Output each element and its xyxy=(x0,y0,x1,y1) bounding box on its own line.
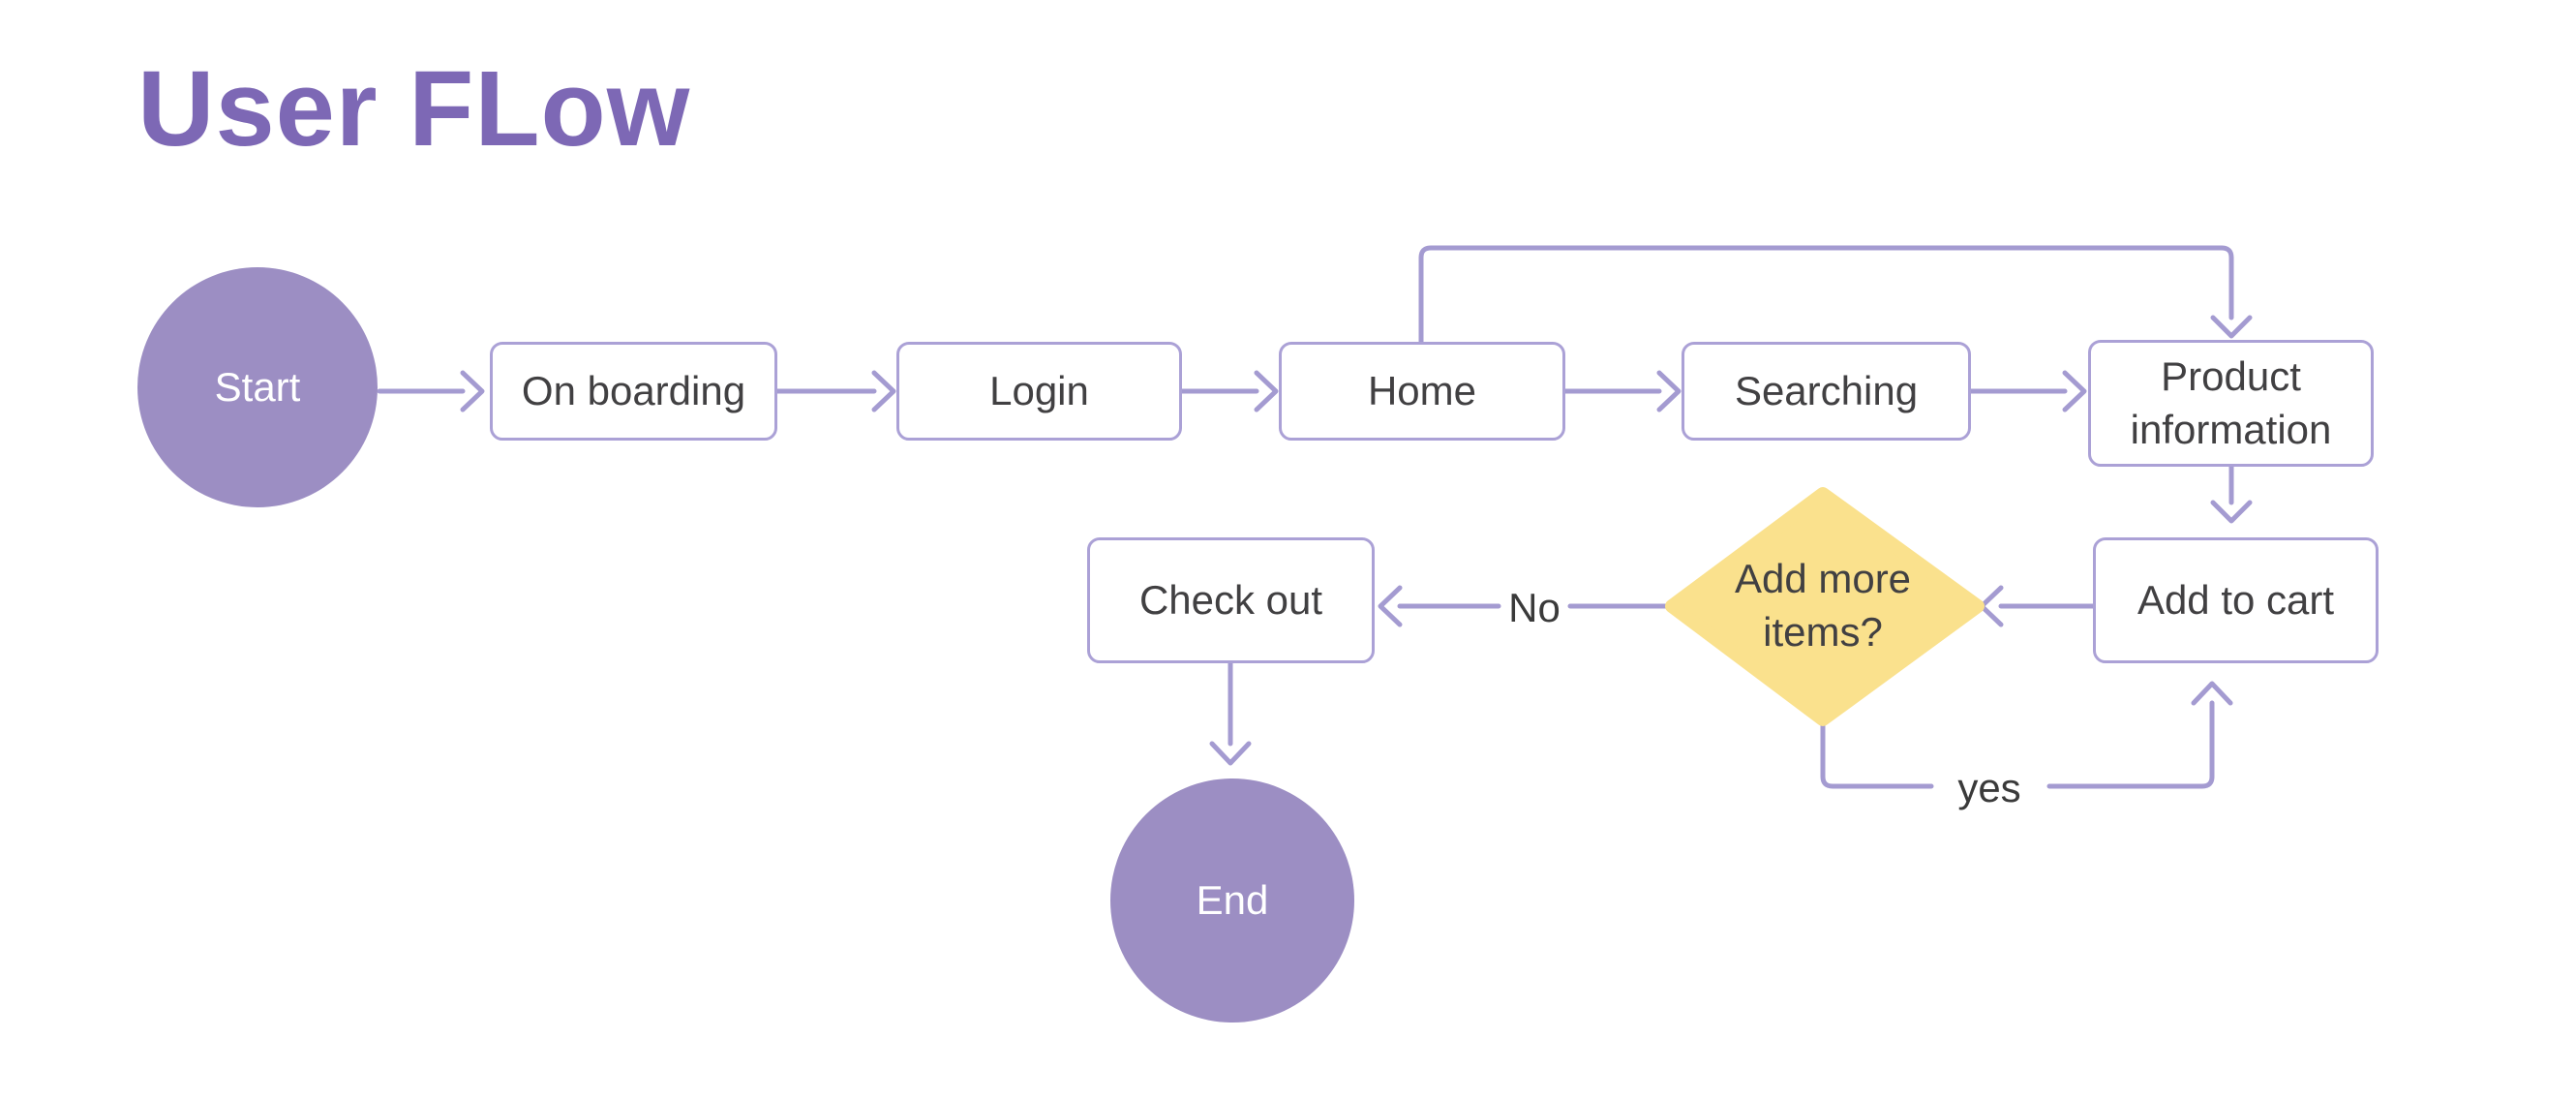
connector-product-information-to-add-to-cart xyxy=(2210,464,2253,524)
node-home-label: Home xyxy=(1367,367,1477,413)
decision-diamond-shape xyxy=(1665,487,1985,726)
node-decision-add-more-items: Add more items? xyxy=(1702,538,1944,674)
node-home: Home xyxy=(1279,342,1565,441)
node-login: Login xyxy=(896,342,1182,441)
node-onboarding-label: On boarding xyxy=(521,367,746,413)
connector-home-to-product-information-top-loop xyxy=(1418,245,2253,345)
connector-add-to-cart-to-decision xyxy=(1979,585,2096,627)
node-searching: Searching xyxy=(1682,342,1971,441)
node-add-to-cart: Add to cart xyxy=(2093,537,2379,663)
edge-label-no-text: No xyxy=(1508,585,1561,630)
node-end: End xyxy=(1110,778,1354,1023)
connector-home-to-searching xyxy=(1562,370,1682,412)
node-decision-label: Add more items? xyxy=(1734,556,1912,655)
connector-onboarding-to-login xyxy=(774,370,896,412)
node-start-label: Start xyxy=(214,363,301,410)
node-onboarding: On boarding xyxy=(490,342,777,441)
node-start: Start xyxy=(137,267,378,507)
connector-checkout-to-end xyxy=(1209,660,1252,766)
connector-decision-no-to-checkout xyxy=(1378,585,1675,627)
edge-label-yes-text: yes xyxy=(1957,765,2021,810)
connector-decision-yes-to-add-to-cart xyxy=(1820,681,2233,789)
page-title: User FLow xyxy=(137,49,691,168)
connector-login-to-home xyxy=(1179,370,1279,412)
connector-searching-to-product-information xyxy=(1968,370,2087,412)
edge-label-no: No xyxy=(1486,583,1583,633)
node-check-out-label: Check out xyxy=(1138,576,1323,623)
node-login-label: Login xyxy=(989,367,1089,413)
node-add-to-cart-label: Add to cart xyxy=(2137,576,2335,623)
connector-start-to-onboarding xyxy=(377,370,485,412)
edge-label-yes: yes xyxy=(1941,763,2038,813)
node-product-information-label: Product information xyxy=(2130,352,2332,452)
node-product-information: Product information xyxy=(2088,340,2374,467)
node-check-out: Check out xyxy=(1087,537,1375,663)
node-searching-label: Searching xyxy=(1734,367,1919,413)
node-end-label: End xyxy=(1196,876,1269,923)
